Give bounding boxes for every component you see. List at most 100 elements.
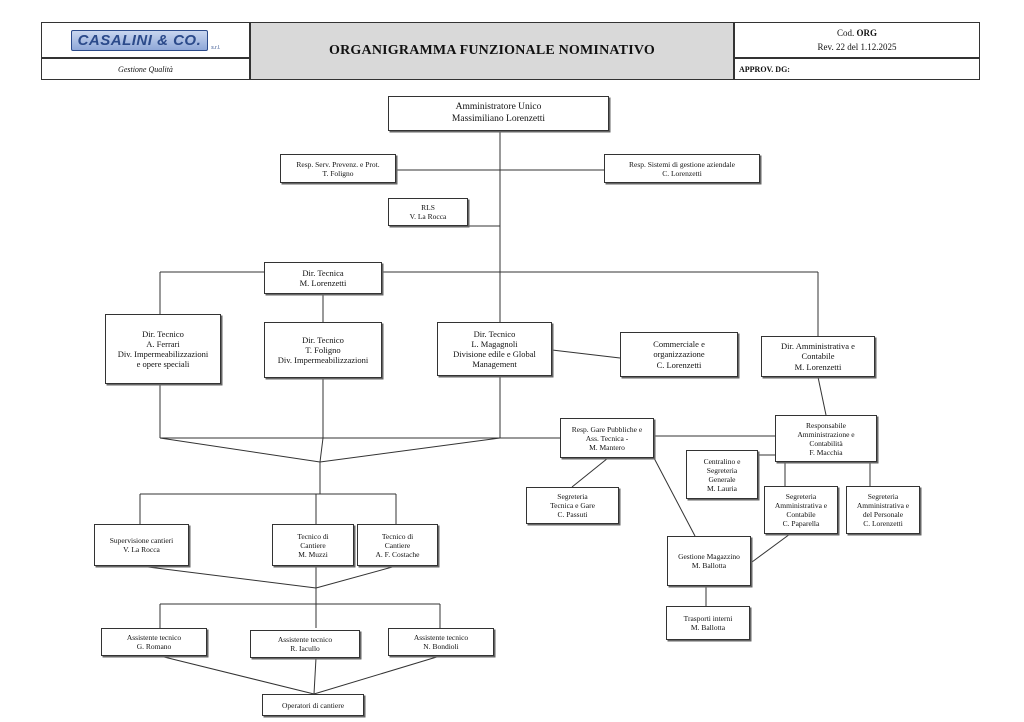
document-code-block: Cod. ORG Rev. 22 del 1.12.2025 [734,22,980,58]
node-tecnico-cantiere-costache: Tecnico di Cantiere A. F. Costache [357,524,438,566]
node-division: Div. Impermeabilizzazioni [277,355,369,366]
node-dir-tecnico-magagnoli: Dir. Tecnico L. Magagnoli Divisione edil… [437,322,552,376]
node-rls: RLS V. La Rocca [388,198,468,226]
node-person: V. La Rocca [409,212,447,221]
node-person: V. La Rocca [123,545,160,554]
node-role: RLS [421,203,435,212]
node-role: Gestione Magazzino [678,552,740,561]
node-role: Responsabile [806,420,846,430]
node-role: Centralino e [703,456,741,466]
node-dir-tecnica: Dir. Tecnica M. Lorenzetti [264,262,382,294]
node-role: Dir. Tecnica [302,267,344,278]
node-resp-amministrazione: Responsabile Amministrazione e Contabili… [775,415,877,462]
node-role: Amministratore Unico [455,102,542,113]
node-rspp: Resp. Serv. Prevenz. e Prot. T. Foligno [280,154,396,183]
node-division-2: e opere speciali [136,359,190,370]
node-person: C. Lorenzetti [656,359,702,370]
node-role: Commerciale e [653,339,705,350]
node-person: C. Lorenzetti [662,168,702,178]
node-role-3: Contabilità [809,438,843,448]
node-role-2: Amministrativa e [856,501,910,510]
node-assistente-romano: Assistente tecnico G. Romano [101,628,207,656]
node-person: A. F. Costache [375,549,420,559]
node-division: Divisione edile e Global [453,349,536,359]
node-role-3: del Personale [862,510,904,519]
node-role-2: Segreteria [706,465,738,475]
node-segreteria-amministrativa-contabile: Segreteria Amministrativa e Contabile C.… [764,486,838,534]
cod-value: ORG [856,28,878,38]
node-role: Resp. Gare Pubbliche e [571,424,643,434]
node-commerciale: Commerciale e organizzazione C. Lorenzet… [620,332,738,377]
node-role-2: Ass. Tecnica - [585,433,629,443]
node-amministratore-unico: Amministratore Unico Massimiliano Lorenz… [388,96,609,131]
node-role: Tecnico di [381,531,414,541]
node-person: M. Muzzi [298,549,328,559]
node-person: N. Bondioli [423,642,459,651]
node-person: M. Lauria [707,483,737,493]
node-person: Massimiliano Lorenzetti [451,113,546,124]
document-code: Cod. ORG [735,28,979,38]
node-person: C. Lorenzetti [863,519,903,528]
node-operatori-cantiere: Operatori di cantiere [262,694,364,716]
node-person: M. Ballotta [691,561,727,570]
node-role: Assistente tecnico [126,633,182,642]
node-role-2: Tecnica e Gare [550,501,595,510]
node-role: Trasporti interni [683,614,733,623]
node-role-2: Amministrazione e [797,429,855,439]
node-person: L. Magagnoli [471,338,518,349]
node-role-2: Contabile [801,351,835,362]
logo-suffix: s.r.l. [211,44,221,51]
logo-subtitle: Gestione Qualità [41,58,250,80]
node-assistente-iacullo: Assistente tecnico R. Iacullo [250,630,360,658]
node-person: M. Lorenzetti [299,278,347,288]
approval-field: APPROV. DG: [734,58,980,80]
node-dir-tecnico-foligno: Dir. Tecnico T. Foligno Div. Impermeabil… [264,322,382,378]
node-role-2: Cantiere [300,540,326,550]
node-role-3: Contabile [786,510,816,519]
node-division: Div. Impermeabilizzazioni [117,349,209,359]
node-resp-sistemi: Resp. Sistemi di gestione aziendale C. L… [604,154,760,183]
node-person: M. Mantero [589,442,625,452]
node-dir-tecnico-ferrari: Dir. Tecnico A. Ferrari Div. Impermeabil… [105,314,221,384]
node-division-2: Management [472,359,517,370]
node-person: A. Ferrari [146,338,180,349]
node-role: Tecnico di [297,531,329,541]
company-logo: CASALINI & CO. s.r.l. [41,22,250,58]
node-person: M. Ballotta [690,623,726,632]
node-assistente-bondioli: Assistente tecnico N. Bondioli [388,628,494,656]
node-role-2: organizzazione [653,349,705,360]
node-role: Segreteria [785,492,817,501]
node-centralino: Centralino e Segreteria Generale M. Laur… [686,450,758,499]
node-person: T. Foligno [305,344,341,355]
node-person: T. Foligno [322,168,354,178]
node-role-3: Generale [708,474,736,484]
node-role: Segreteria [557,492,588,501]
node-role: Dir. Tecnico [142,328,184,339]
node-role: Assistente tecnico [413,633,469,642]
document-title: ORGANIGRAMMA FUNZIONALE NOMINATIVO [250,22,734,80]
node-role: Dir. Amministrativa e [781,341,855,352]
node-gestione-magazzino: Gestione Magazzino M. Ballotta [667,536,751,586]
node-person: C. Paparella [782,519,820,528]
node-role: Dir. Tecnico [302,334,344,345]
node-role: Supervisione cantieri [109,536,174,545]
cod-label: Cod. [836,28,855,38]
node-role: Segreteria [867,492,899,501]
node-segreteria-amministrativa-personale: Segreteria Amministrativa e del Personal… [846,486,920,534]
node-role: Dir. Tecnico [473,328,516,339]
node-role: Assistente tecnico [277,635,333,644]
node-person: F. Macchia [809,447,843,457]
node-tecnico-cantiere-muzzi: Tecnico di Cantiere M. Muzzi [272,524,354,566]
document-revision: Rev. 22 del 1.12.2025 [817,42,897,52]
node-person: C. Passuti [557,510,588,519]
node-role: Operatori di cantiere [281,700,345,710]
node-role-2: Cantiere [384,540,411,550]
node-person: G. Romano [136,642,172,651]
node-person: R. Iacullo [290,644,320,653]
logo-text: CASALINI & CO. [70,29,209,51]
node-person: M. Lorenzetti [794,361,842,372]
node-role: Resp. Sistemi di gestione aziendale [628,159,736,169]
node-trasporti-interni: Trasporti interni M. Ballotta [666,606,750,640]
node-resp-gare: Resp. Gare Pubbliche e Ass. Tecnica - M.… [560,418,654,458]
